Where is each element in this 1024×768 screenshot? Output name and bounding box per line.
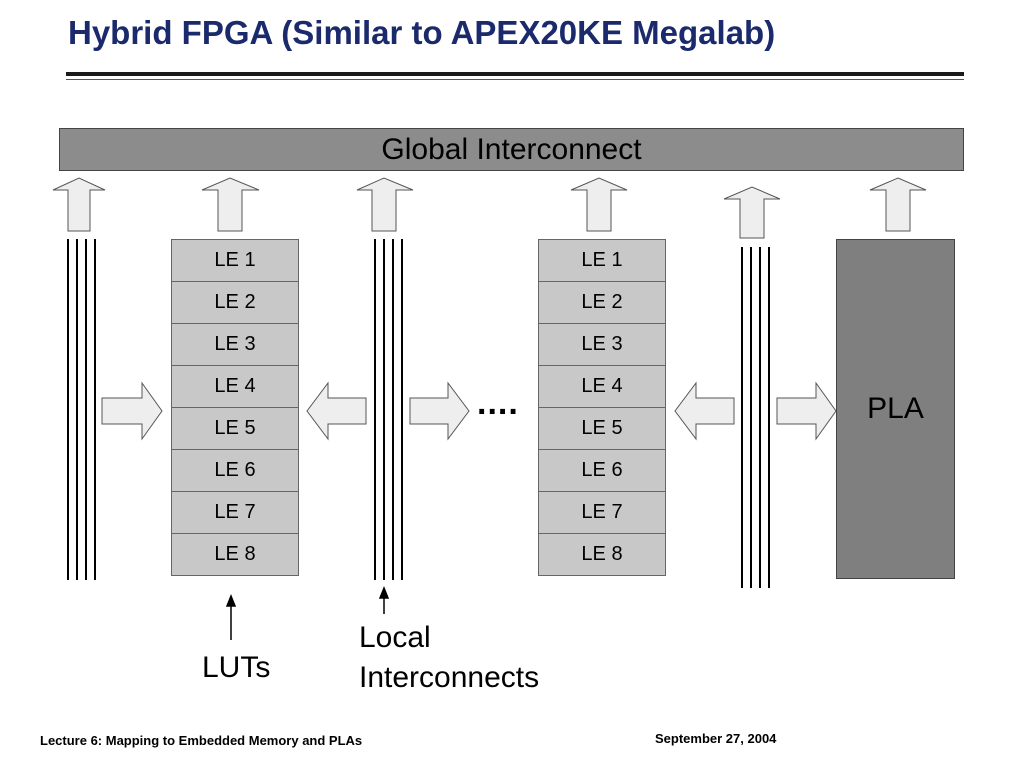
- luts-label: LUTs: [202, 651, 271, 684]
- left-arrow-1: [306, 381, 367, 441]
- left-arrow-2: [674, 381, 735, 441]
- up-arrow-2: [201, 177, 260, 232]
- up-arrow-4: [570, 177, 628, 232]
- le-cell: LE 4: [538, 365, 666, 408]
- up-arrow-3: [356, 177, 414, 232]
- luts-pointer-head: [225, 593, 237, 607]
- le-cell: LE 5: [171, 407, 299, 450]
- le-cell: LE 7: [538, 491, 666, 534]
- le-cell: LE 8: [538, 533, 666, 576]
- le-cell: LE 5: [538, 407, 666, 450]
- le-block-1: LE 1 LE 2 LE 3 LE 4 LE 5 LE 6 LE 7 LE 8: [171, 239, 299, 576]
- local-interconnects-label: Local Interconnects: [359, 618, 539, 698]
- pla-block: PLA: [836, 239, 955, 579]
- up-arrow-6: [869, 177, 927, 232]
- local-interconnects-line-1: Local: [359, 621, 431, 654]
- le-cell: LE 6: [538, 449, 666, 492]
- le-cell: LE 7: [171, 491, 299, 534]
- le-cell: LE 1: [538, 239, 666, 282]
- le-cell: LE 4: [171, 365, 299, 408]
- up-arrow-1: [52, 177, 106, 232]
- local-pointer-head: [378, 585, 390, 599]
- right-arrow-3: [776, 381, 837, 441]
- right-arrow-1: [101, 381, 163, 441]
- le-cell: LE 3: [171, 323, 299, 366]
- le-cell: LE 3: [538, 323, 666, 366]
- le-block-2: LE 1 LE 2 LE 3 LE 4 LE 5 LE 6 LE 7 LE 8: [538, 239, 666, 576]
- global-interconnect-label: Global Interconnect: [381, 132, 642, 166]
- footer-lecture: Lecture 6: Mapping to Embedded Memory an…: [40, 733, 363, 748]
- le-cell: LE 2: [171, 281, 299, 324]
- footer-date: September 27, 2004: [655, 731, 777, 746]
- le-cell: LE 2: [538, 281, 666, 324]
- le-cell: LE 1: [171, 239, 299, 282]
- local-interconnects-line-2: Interconnects: [359, 661, 540, 694]
- title-rule-thick: [66, 72, 964, 76]
- title-rule-thin: [66, 79, 964, 80]
- le-cell: LE 8: [171, 533, 299, 576]
- pla-label: PLA: [867, 392, 924, 425]
- global-interconnect-bar: Global Interconnect: [59, 128, 964, 171]
- ellipsis: ....: [477, 384, 519, 422]
- slide-title: Hybrid FPGA (Similar to APEX20KE Megalab…: [68, 14, 776, 51]
- up-arrow-5: [723, 186, 781, 239]
- le-cell: LE 6: [171, 449, 299, 492]
- right-arrow-2: [409, 381, 470, 441]
